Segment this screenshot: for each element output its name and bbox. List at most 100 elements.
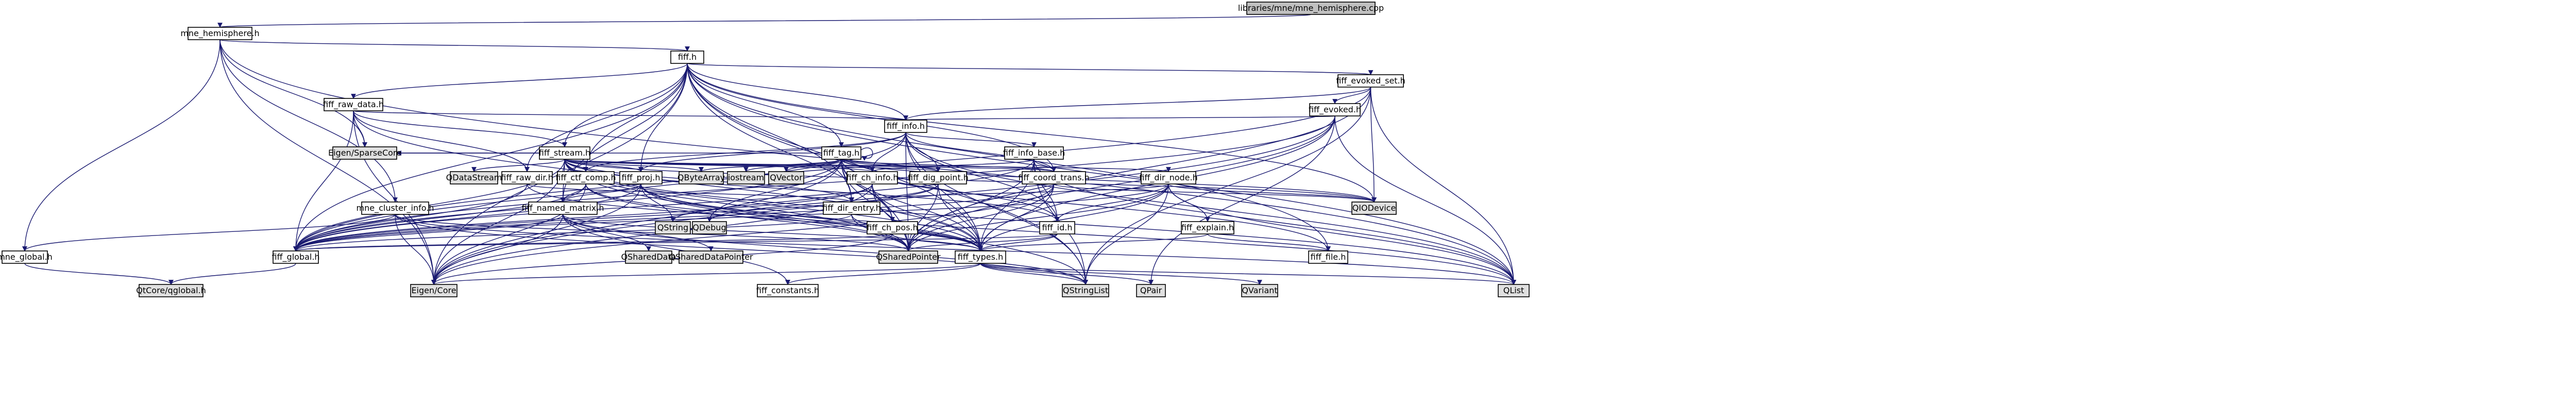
node-label: iostream (728, 173, 764, 182)
node-box (757, 284, 819, 297)
include-edge-fiff_info_h-to-fiff_id_h (905, 132, 1060, 222)
include-edge-fiff_h-to-QIODevice (687, 63, 1377, 203)
node-fiff-ch-info-h[interactable]: fiff_ch_info.h (846, 171, 899, 184)
node-mne-global-h[interactable]: mne_global.h (0, 250, 53, 264)
include-edge-mne_hemisphere_h-to-QList (219, 39, 1516, 285)
node-label: fiff_constants.h (756, 285, 819, 296)
node-box (846, 171, 898, 184)
include-edge-fiff_named_matrix_h-to-fiff_global_h (293, 214, 564, 251)
include-edge-fiff_types_h-to-fiff_constants_h (785, 263, 981, 285)
include-edge-fiff_ctf_comp_h-to-fiff_global_h (293, 183, 586, 251)
include-edge-fiff_evoked_h-to-QPair (1148, 115, 1335, 285)
include-edge-fiff_info_base_h-to-fiff_global_h (293, 159, 1035, 251)
node-label: fiff_ctf_comp.h (555, 173, 616, 183)
node-label: fiff_named_matrix.h (521, 203, 604, 213)
node-label: mne_cluster_info.h (357, 203, 434, 213)
node-label: fiff_global.h (272, 252, 319, 262)
include-edge-fiff_evoked_set_h-to-QIODevice (1370, 87, 1377, 203)
include-edge-fiff_types_h-to-QVariant (980, 263, 1262, 285)
include-edge-fiff_info_h-to-fiff_global_h (293, 132, 906, 251)
include-edge-fiff_info_h-to-fiff_coord_trans_h (905, 132, 1057, 172)
include-edge-fiff_tag_h-to-QVector (784, 159, 842, 172)
include-edge-fiff_id_h-to-QSharedPointer (906, 233, 1058, 251)
node-box (1181, 221, 1234, 234)
include-edge-fiff_raw_data_h-to-fiff_info_h (353, 110, 908, 121)
include-edge-fiff_dir_node_h-to-fiff_types_h (978, 183, 1169, 251)
node-fiff-named-matrix-h[interactable]: fiff_named_matrix.h (521, 201, 604, 215)
node-box (410, 284, 457, 297)
node-root[interactable]: libraries/mne/mne_hemisphere.cpp (1238, 2, 1384, 15)
include-edge-fiff_dir_node_h-to-QStringList (1083, 183, 1169, 285)
node-fiff-types-h[interactable]: fiff_types.h (955, 250, 1006, 264)
node-QSharedDataPointer: QSharedDataPointer (669, 250, 753, 264)
node-fiff-dir-node-h[interactable]: fiff_dir_node.h (1139, 171, 1198, 184)
include-edge-fiff_h-to-QSharedPointer (687, 63, 911, 251)
node-fiff-proj-h[interactable]: fiff_proj.h (619, 171, 663, 184)
include-edge-fiff_info_h-to-QStringList (905, 132, 1088, 285)
include-edge-root-to-mne_hemisphere_h (218, 14, 1312, 28)
node-label: fiff.h (678, 52, 697, 62)
include-edge-mne_global_h-to-QtCore_qglobal_h (24, 263, 174, 285)
include-edge-fiff_ch_info_h-to-QSharedPointer (872, 183, 911, 251)
include-edge-fiff_stream_h-to-QByteArray (564, 159, 704, 172)
node-label: fiff_coord_trans.h (1018, 173, 1089, 183)
include-edge-fiff_types_h-to-Eigen_Core (431, 263, 981, 285)
node-label: QDebug (692, 223, 726, 232)
node-fiff-h[interactable]: fiff.h (670, 50, 704, 64)
node-box (1141, 171, 1196, 184)
node-box (324, 98, 383, 111)
include-edge-fiff_coord_trans_h-to-fiff_types_h (978, 183, 1055, 251)
node-box (679, 171, 724, 184)
node-fiff-dig-point-h[interactable]: fiff_dig_point.h (908, 171, 969, 184)
node-label: mne_global.h (0, 252, 53, 262)
node-box (1309, 103, 1361, 116)
node-label: QSharedDataPointer (669, 252, 753, 262)
node-box (273, 250, 319, 264)
include-edge-fiff_ch_pos_h-to-fiff_global_h (293, 233, 893, 251)
node-mne-hemisphere-h[interactable]: mne_hemisphere.h (180, 27, 260, 40)
include-edge-fiff_proj_h-to-fiff_global_h (293, 183, 641, 251)
node-box (188, 27, 252, 40)
include-edge-mne_cluster_info_h-to-QSharedPointer (395, 214, 911, 251)
node-fiff-raw-data-h[interactable]: fiff_raw_data.h (323, 98, 384, 111)
node-mne-cluster-info-h[interactable]: mne_cluster_info.h (357, 201, 434, 215)
node-fiff-tag-h[interactable]: fiff_tag.h (821, 146, 861, 160)
include-edge-fiff_tag_h-to-Eigen_Core (431, 159, 842, 285)
node-box (670, 50, 704, 64)
node-fiff-id-h[interactable]: fiff_id.h (1039, 221, 1075, 234)
node-fiff-global-h[interactable]: fiff_global.h (272, 250, 320, 264)
include-edge-fiff_dir_node_h-to-QSharedPointer (906, 183, 1169, 251)
node-QSharedPointer: QSharedPointer (876, 250, 941, 264)
include-edge-fiff_dir_node_h-to-QIODevice (1168, 183, 1377, 203)
node-box (878, 250, 938, 264)
include-edge-mne_hemisphere_h-to-mne_cluster_info_h (219, 39, 398, 203)
node-box (528, 201, 598, 215)
include-edge-fiff_dir_node_h-to-QList (1168, 183, 1516, 285)
node-box (821, 146, 861, 160)
node-fiff-evoked-h[interactable]: fiff_evoked.h (1309, 103, 1361, 116)
node-fiff-explain-h[interactable]: fiff_explain.h (1181, 221, 1234, 234)
node-fiff-coord-trans-h[interactable]: fiff_coord_trans.h (1018, 171, 1090, 184)
node-label: Eigen/Core (411, 285, 456, 295)
node-fiff-evoked-set-h[interactable]: fiff_evoked_set.h (1336, 74, 1405, 88)
node-label: QVariant (1242, 285, 1277, 295)
node-box (1308, 250, 1348, 264)
node-fiff-info-h[interactable]: fiff_info.h (884, 120, 927, 133)
node-fiff-constants-h[interactable]: fiff_constants.h (756, 284, 819, 297)
node-fiff-info-base-h[interactable]: fiff_info_base.h (1003, 146, 1065, 160)
node-fiff-ch-pos-h[interactable]: fiff_ch_pos.h (867, 221, 918, 234)
node-fiff-raw-dir-h[interactable]: fiff_raw_dir.h (501, 171, 553, 184)
node-fiff-stream-h[interactable]: fiff_stream.h (539, 146, 590, 160)
node-iostream: iostream (727, 171, 765, 184)
node-fiff-dir-entry-h[interactable]: fiff_dir_entry.h (822, 201, 881, 215)
node-fiff-ctf-comp-h[interactable]: fiff_ctf_comp.h (555, 171, 616, 184)
node-box (2, 250, 48, 264)
include-edge-fiff_stream_h-to-fiff_dir_node_h (564, 159, 1171, 172)
node-QString: QString (655, 221, 691, 234)
include-edge-mne_hemisphere_h-to-mne_global_h (22, 39, 221, 251)
include-edge-fiff_raw_data_h-to-Eigen_SparseCore (353, 110, 367, 147)
node-fiff-file-h[interactable]: fiff_file.h (1308, 250, 1348, 264)
include-edge-fiff_named_matrix_h-to-Eigen_Core (431, 214, 564, 285)
node-QStringList: QStringList (1062, 284, 1109, 297)
node-label: fiff_explain.h (1181, 223, 1234, 233)
